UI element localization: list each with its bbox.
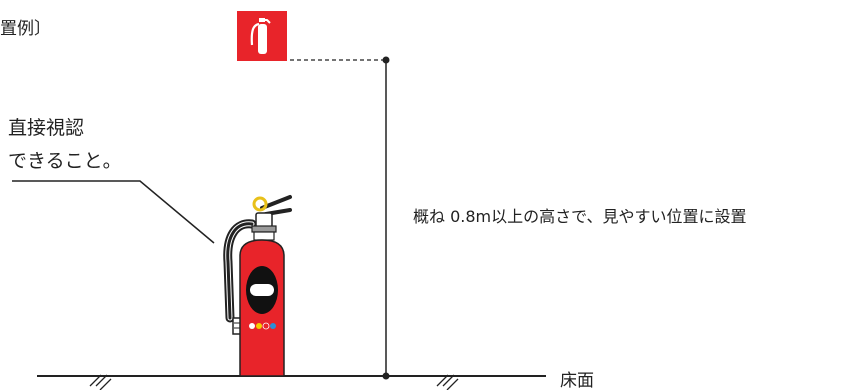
callout-leader-line <box>12 180 215 244</box>
floor-label: 床面 <box>560 371 594 391</box>
sign-pictogram <box>250 18 271 54</box>
fire-extinguisher-sign-icon <box>237 11 287 61</box>
caption-text: 置例〕 <box>0 19 51 39</box>
height-top-dot <box>382 56 390 64</box>
fire-extinguisher-icon <box>223 195 292 377</box>
callout-line-2: できること。 <box>8 150 122 172</box>
floor-hatch-right <box>436 374 459 390</box>
callout-line-1: 直接視認 <box>8 117 85 139</box>
height-note: 概ね 0.8m以上の高さで、見やすい位置に設置 <box>413 207 747 226</box>
floor-hatch-left <box>89 374 112 390</box>
height-bottom-dot <box>382 372 390 380</box>
